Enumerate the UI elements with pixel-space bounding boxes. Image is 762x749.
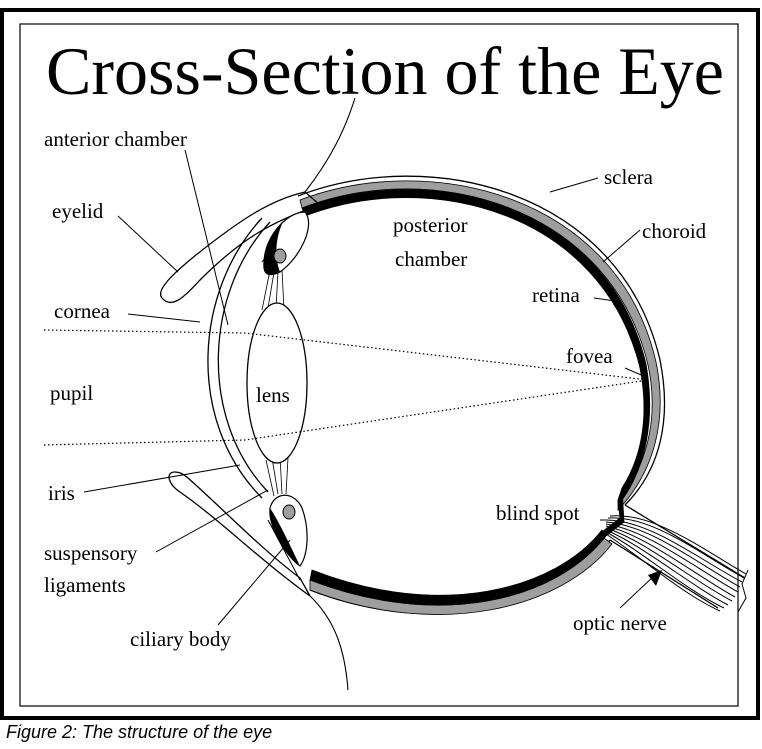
label-fovea: fovea bbox=[566, 344, 613, 368]
label-ligaments: ligaments bbox=[44, 573, 126, 597]
leader-anterior-chamber bbox=[185, 150, 228, 325]
label-pupil: pupil bbox=[50, 381, 93, 405]
label-sclera: sclera bbox=[604, 165, 654, 189]
ciliary-lower-node bbox=[283, 505, 295, 519]
light-ray-lower bbox=[44, 380, 648, 445]
label-anterior-chamber: anterior chamber bbox=[44, 127, 187, 151]
leader-optic-nerve bbox=[620, 575, 655, 608]
light-ray-upper bbox=[44, 330, 648, 380]
leader-iris bbox=[84, 465, 240, 492]
optic-nerve-fibers bbox=[606, 516, 746, 611]
label-lens: lens bbox=[256, 383, 290, 407]
eye-diagram: Cross-Section of the Eye bbox=[0, 0, 762, 720]
label-eyelid: eyelid bbox=[52, 199, 104, 223]
eyelid-lower-crease bbox=[310, 596, 348, 690]
label-retina: retina bbox=[532, 283, 580, 307]
label-choroid: choroid bbox=[642, 219, 707, 243]
label-suspensory: suspensory bbox=[44, 541, 138, 565]
diagram-title: Cross-Section of the Eye bbox=[46, 33, 724, 109]
leader-ciliary bbox=[218, 540, 290, 625]
label-iris: iris bbox=[48, 481, 75, 505]
label-optic-nerve: optic nerve bbox=[573, 611, 667, 635]
label-chamber: chamber bbox=[395, 247, 467, 271]
label-ciliary-body: ciliary body bbox=[130, 627, 231, 651]
eyelid-upper-crease bbox=[305, 98, 355, 192]
leader-eyelid bbox=[118, 216, 178, 272]
leader-lines bbox=[84, 150, 655, 625]
leader-sclera bbox=[550, 178, 598, 192]
optic-nerve-arrow bbox=[648, 570, 662, 586]
retina-lower bbox=[310, 530, 606, 605]
retina-blind-spot bbox=[602, 488, 624, 536]
leader-choroid bbox=[603, 230, 640, 262]
figure-caption: Figure 2: The structure of the eye bbox=[6, 722, 272, 743]
label-posterior: posterior bbox=[393, 213, 468, 237]
leader-cornea bbox=[128, 314, 200, 322]
label-cornea: cornea bbox=[54, 299, 111, 323]
label-blind-spot: blind spot bbox=[496, 501, 580, 525]
optic-nerve-outline bbox=[610, 505, 745, 608]
sclera bbox=[298, 176, 665, 614]
ciliary-upper-node bbox=[274, 249, 286, 263]
sclera-outline bbox=[302, 173, 680, 520]
